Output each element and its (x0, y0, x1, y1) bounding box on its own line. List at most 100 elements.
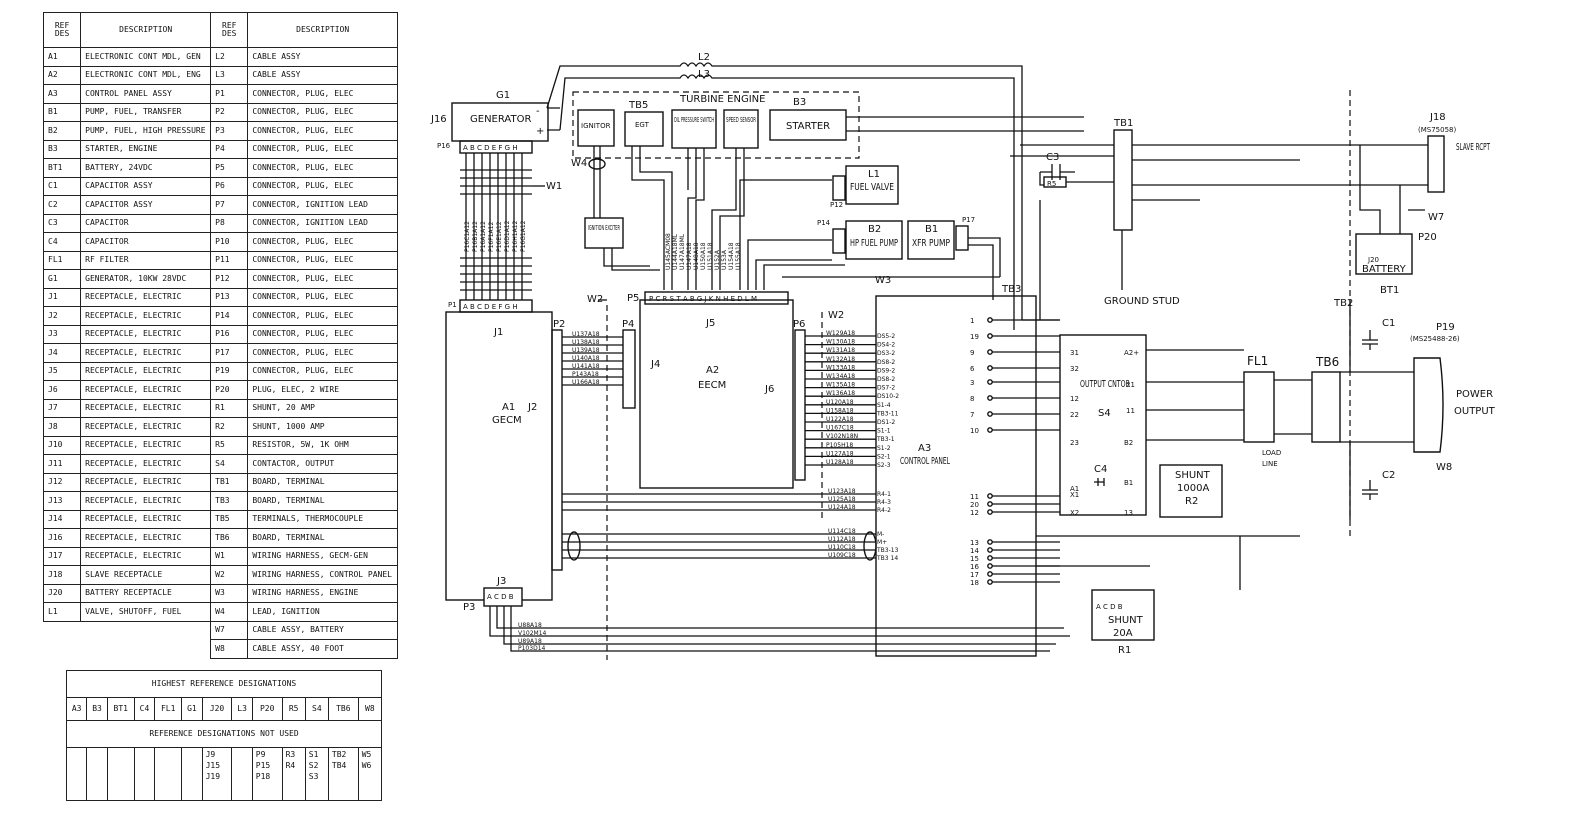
description-header: DESCRIPTION (247, 12, 398, 48)
highest-designation-cell: S4 (304, 697, 329, 721)
fuel-components: P12 L1 FUEL VALVE P14 B2 HP FUEL PUMP B1… (782, 165, 1001, 300)
j2-wire-label: U125A18 (828, 496, 856, 503)
unused-designation-cell (181, 747, 203, 801)
tb3-terminal (987, 349, 993, 355)
b3-label: B3 (793, 97, 806, 108)
ref-des-cell: P3 (210, 121, 249, 141)
contactor-label: OUTPUT CNTOR (1080, 379, 1130, 390)
tb3-terminal-number: 3 (970, 379, 974, 387)
j6-wire-label: W133A18 (826, 364, 855, 371)
j2-label: J2 (527, 402, 537, 413)
j16-label: J16 (430, 114, 447, 125)
j6-wire-destination: DS4-2 (877, 342, 895, 349)
tb6-box (1311, 371, 1341, 443)
tb3-terminal (987, 427, 993, 433)
j6-wire-label: U158A18 (826, 407, 854, 414)
p6-connector (794, 329, 806, 481)
fuel-valve-box (845, 165, 899, 205)
j6-wire-label: W130A18 (826, 339, 855, 346)
tb3-terminal (987, 317, 993, 323)
turbine-engine-label: TURBINE ENGINE (679, 94, 765, 105)
ref-des-cell: TB5 (210, 509, 249, 529)
j3-wire-label: U88A18 (518, 622, 542, 629)
cables-l2-l3: L2 L3 (546, 52, 1023, 330)
control-panel-box (875, 295, 1037, 657)
tb3-terminal (987, 501, 993, 507)
j2-wire-destination: M+ (877, 539, 887, 546)
tb3-terminal (987, 395, 993, 401)
p5-connector (644, 291, 789, 305)
w1-label: W1 (546, 181, 562, 192)
harness-wire-label: P16G1A12 (520, 220, 527, 252)
description-header: DESCRIPTION (80, 12, 212, 48)
s4-terminal-label: 13 (1124, 509, 1133, 517)
w7-label: W7 (1428, 212, 1444, 223)
p5-wire-label: U147A18ML (679, 233, 686, 270)
p5-wire-label: U148A18 (693, 242, 700, 270)
ref-des-cell: C1 (42, 176, 82, 196)
shunt-r2-rating: 1000A (1177, 483, 1209, 494)
ref-des-cell: P10 (210, 232, 249, 252)
l1-ref: L1 (868, 169, 880, 180)
description-cell: CONNECTOR, PLUG, ELEC (247, 158, 398, 178)
generator-label: GENERATOR (470, 114, 531, 125)
battery-box (1355, 233, 1413, 275)
eecm-a2: P5 P C R S T A B G J K N H E D L M J5 A2… (622, 291, 844, 520)
j2-wire-label: U123A18 (828, 488, 856, 495)
p14-label: P14 (817, 219, 831, 227)
oil-pressure-switch-label: OIL PRESSURE SWITCH (674, 116, 714, 124)
xfr-pump-label: XFR PUMP (912, 238, 950, 249)
tb3-terminal-number: 18 (970, 579, 979, 587)
s4-terminal-label: 31 (1070, 349, 1079, 357)
slave-receptacle-box (1427, 135, 1445, 193)
j6-wire-label: U167C18 (826, 425, 854, 432)
shunt-r1-rating: 20A (1113, 628, 1133, 639)
p19-label: P19 (1436, 322, 1455, 333)
ref-des-cell: B2 (42, 121, 82, 141)
control-panel-a3: TB3 A3 CONTROL PANEL OUTPUT CNTOR S4 119… (875, 284, 1147, 657)
s4-terminal-label: A1 (1070, 485, 1079, 493)
c3-label: C3 (1046, 152, 1059, 163)
tb3-terminal (987, 509, 993, 515)
description-cell: CONNECTOR, PLUG, ELEC (247, 139, 398, 159)
tb3-terminal (987, 579, 993, 585)
eecm-name: EECM (698, 380, 726, 391)
j6-wire-label: W131A18 (826, 347, 855, 354)
j6-wire-destination: DS10-2 (877, 393, 899, 400)
description-cell: PUMP, FUEL, HIGH PRESSURE (80, 121, 212, 141)
shunt-r2-label: SHUNT (1175, 470, 1211, 481)
twisted-pair-marker (863, 531, 877, 561)
tb3-terminal-number: 7 (970, 411, 974, 419)
p5-wire-label: U152A (714, 249, 721, 270)
j4-wire-label: U138A18 (572, 339, 600, 346)
j2-wire-label: U109C18 (828, 552, 856, 559)
harness-wire-label: P16E1A12 (496, 221, 503, 252)
tb3-terminal-number: 16 (970, 563, 979, 571)
shunt-r1-label: SHUNT (1108, 615, 1144, 626)
j2-wire-destination: R4-2 (877, 507, 891, 514)
tb3-terminal (987, 365, 993, 371)
tb3-terminal-number: 8 (970, 395, 974, 403)
description-cell: CONNECTOR, PLUG, ELEC (247, 176, 398, 196)
fl1-label: FL1 (1247, 354, 1268, 368)
j6-wire-label: W136A18 (826, 390, 855, 397)
harness-wire-label: P16H1A12 (512, 220, 519, 252)
tb3-terminal (987, 493, 993, 499)
j3-pins: A C D B (487, 593, 514, 601)
p16-connector (459, 140, 533, 154)
w8-label: W8 (1436, 462, 1452, 473)
control-panel-name: CONTROL PANEL (900, 456, 950, 467)
power-label: POWER (1456, 389, 1493, 400)
